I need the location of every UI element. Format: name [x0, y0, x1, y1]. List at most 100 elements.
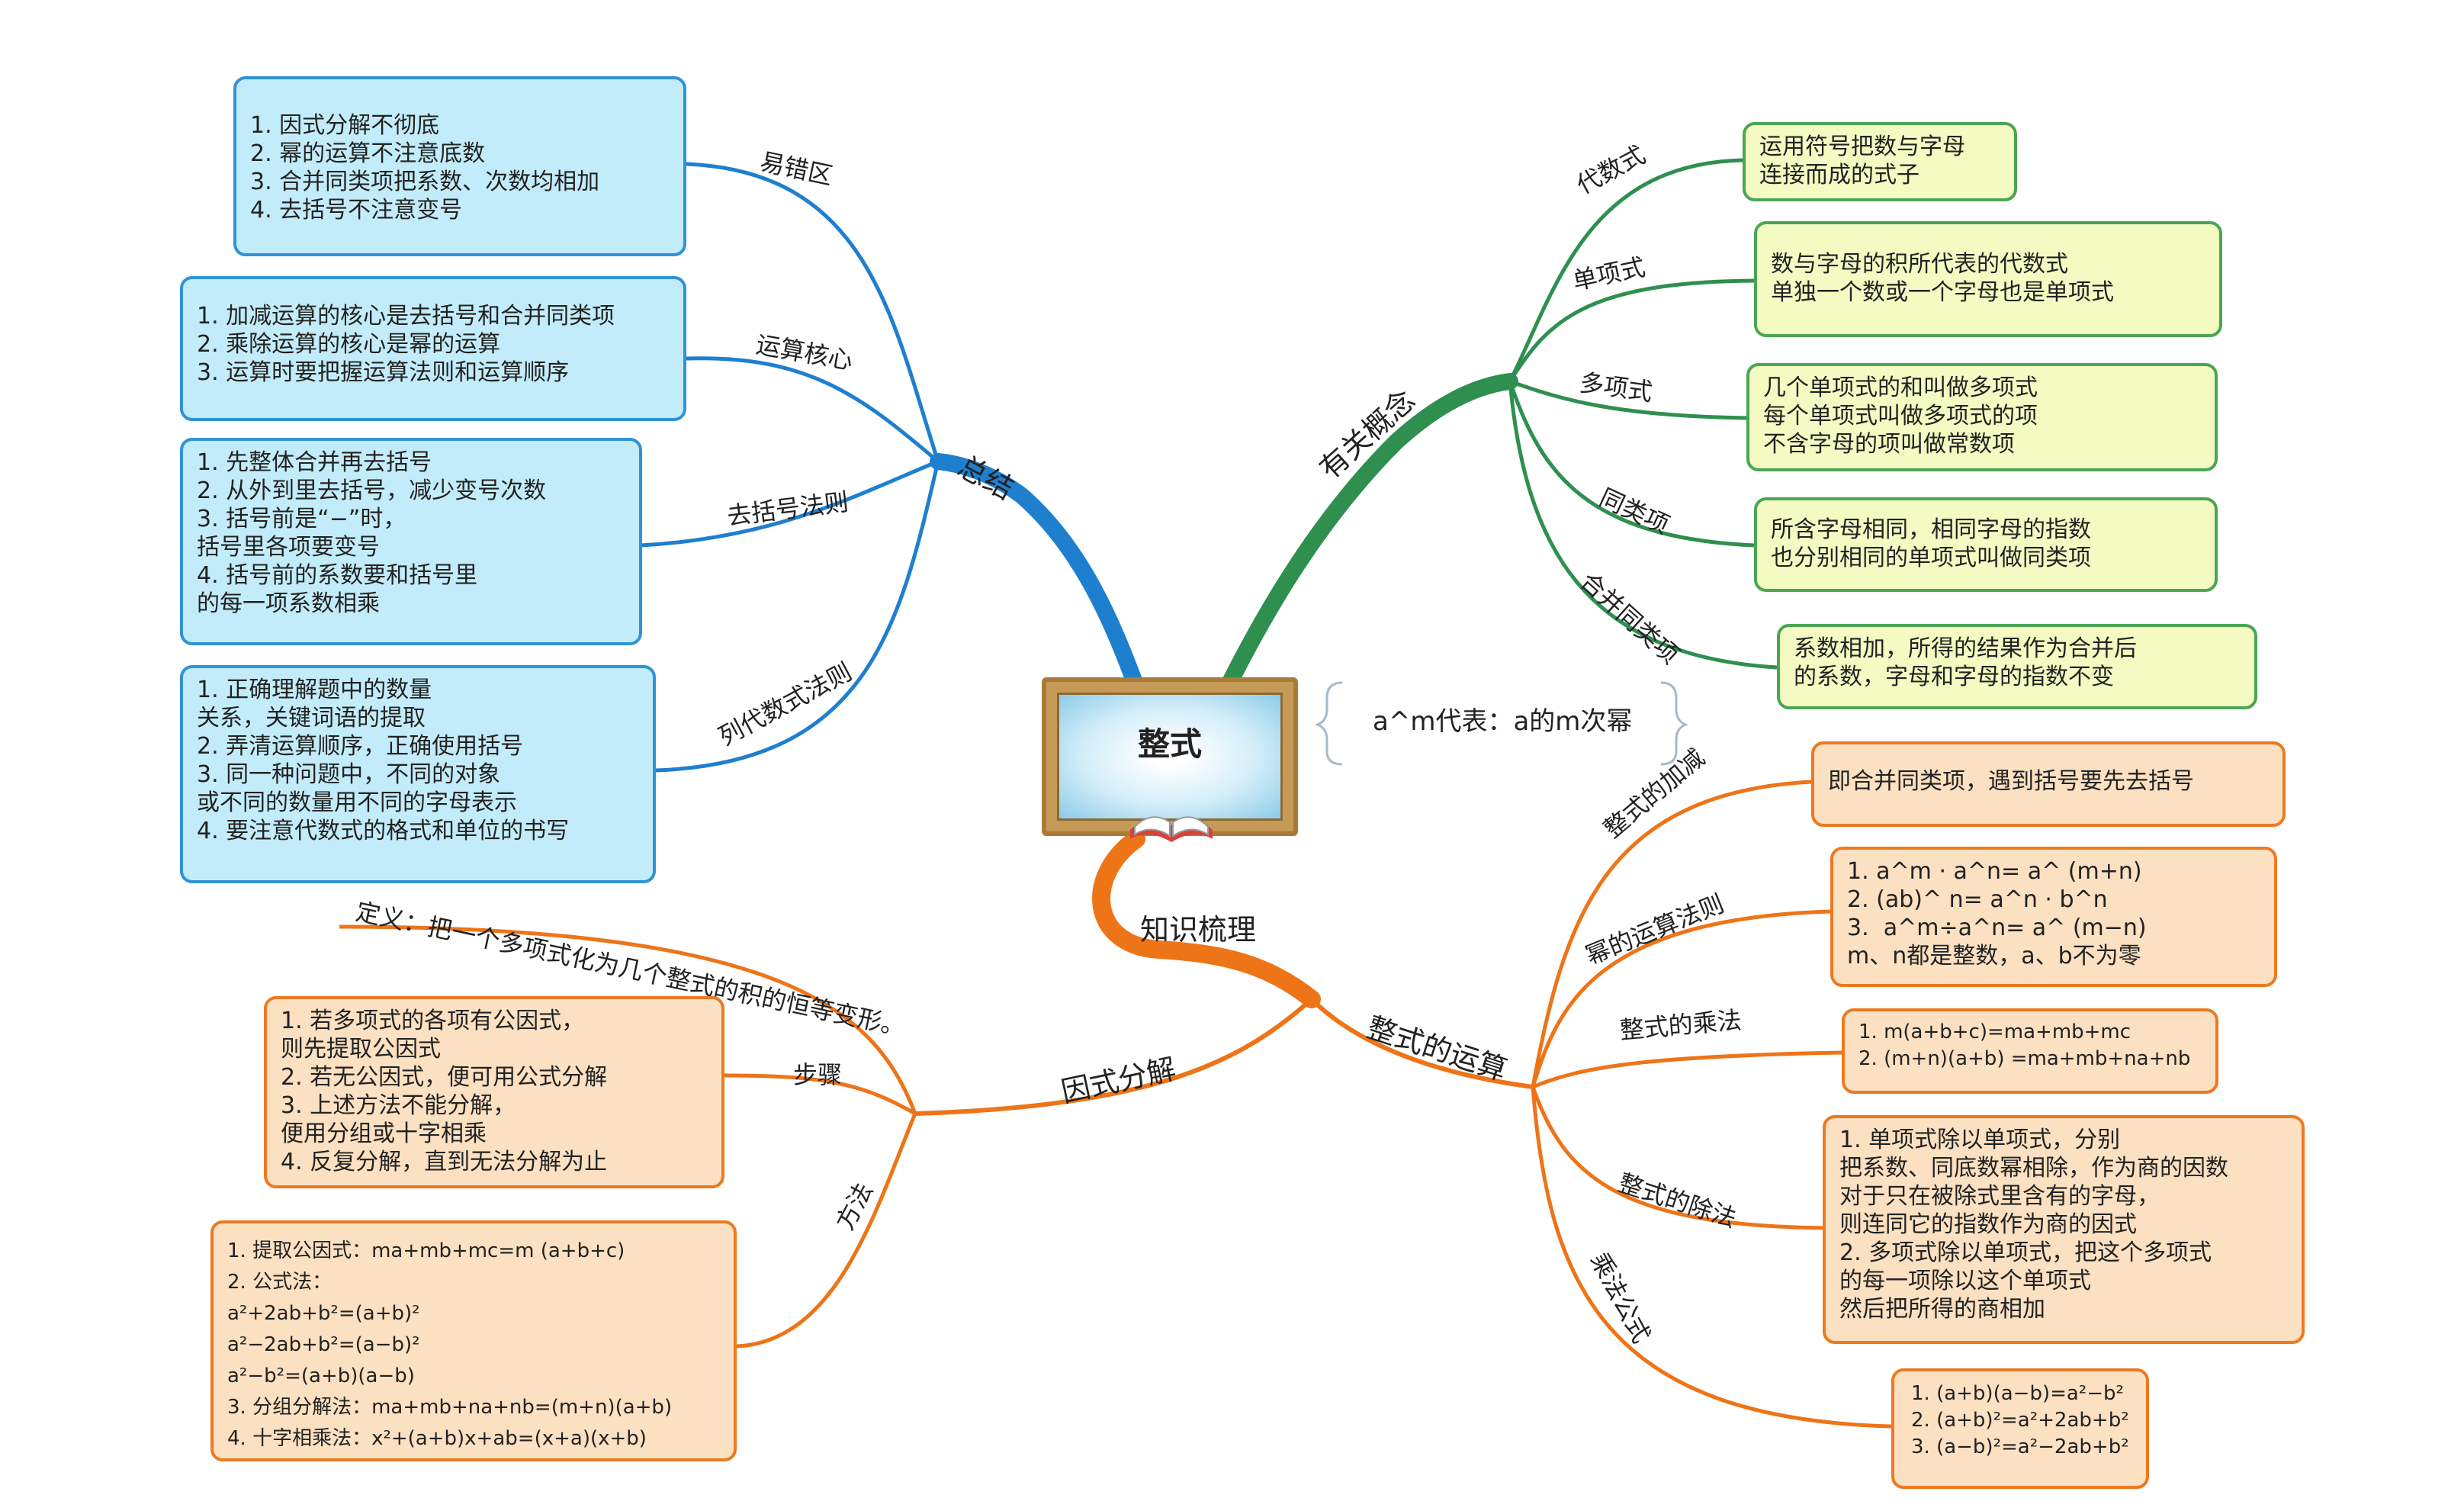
summary-branch-label: 去括号法则: [725, 487, 850, 531]
box-line: 即合并同类项，遇到括号要先去括号: [1828, 768, 2194, 795]
factoring-label: 因式分解: [1059, 1052, 1179, 1109]
box-line: 把系数、同底数幂相除，作为商的因数: [1839, 1155, 2228, 1181]
operation-box-formulas[interactable]: 1. (a+b)(a−b)=a²−b² 2. (a+b)²=a²+2ab+b² …: [1891, 1368, 2149, 1489]
operations-branch-connector: [1532, 1050, 1842, 1089]
box-line: a²+2ab+b²=(a+b)²: [227, 1302, 420, 1325]
operations-branch-connector: [1531, 780, 1812, 1088]
central-topic-board[interactable]: 整式: [1042, 677, 1298, 836]
concept-box-polynomial[interactable]: 几个单项式的和叫做多项式 每个单项式叫做多项式的项 不含字母的项叫做常数项: [1746, 363, 2218, 471]
box-line: 3. 分组分解法：ma+mb+na+nb=(m+n)(a+b): [227, 1396, 673, 1419]
box-line: 几个单项式的和叫做多项式: [1763, 375, 2038, 401]
box-line: 1. (a+b)(a−b)=a²−b²: [1911, 1382, 2124, 1405]
box-line: 4. 要注意代数式的格式和单位的书写: [197, 818, 570, 844]
summary-branch-connector: [640, 459, 939, 548]
operation-box-divide[interactable]: 1. 单项式除以单项式，分别 把系数、同底数幂相除，作为商的因数 对于只在被除式…: [1823, 1115, 2305, 1344]
box-line: 1. 正确理解题中的数量: [197, 677, 432, 703]
central-topic-title: 整式: [1137, 725, 1202, 763]
box-line: 不含字母的项叫做常数项: [1763, 431, 2015, 458]
summary-box-brackets[interactable]: 1. 先整体合并再去括号 2. 从外到里去括号，减少变号次数 3. 括号前是“−…: [180, 438, 642, 645]
factoring-branch-connector: [735, 1113, 917, 1349]
box-line: 所含字母相同，相同字母的指数: [1771, 516, 2091, 543]
summary-box-mistakes[interactable]: 1. 因式分解不彻底 2. 幂的运算不注意底数 3. 合并同类项把系数、次数均相…: [233, 76, 686, 256]
box-line: 2. (m+n)(a+b) =ma+mb+na+nb: [1858, 1047, 2191, 1070]
summary-branch-connector: [686, 162, 940, 462]
board-screen: [1057, 693, 1283, 821]
concept-box-algebraic[interactable]: 运用符号把数与字母 连接而成的式子: [1743, 122, 2017, 201]
operations-branch-label: 整式的乘法: [1618, 1005, 1743, 1045]
summary-box-core[interactable]: 1. 加减运算的核心是去括号和合并同类项 2. 乘除运算的核心是幂的运算 3. …: [180, 276, 686, 421]
summary-branch-label: 易错区: [757, 147, 835, 191]
box-line: m、n都是整数，a、b不为零: [1847, 943, 2141, 969]
concepts-branch-label: 同类项: [1595, 483, 1674, 540]
concepts-branch-label: 多项式: [1578, 368, 1654, 407]
box-line: 3. 同一种问题中，不同的对象: [197, 761, 501, 788]
box-line: 1. 先整体合并再去括号: [197, 449, 432, 476]
box-line: 2. 多项式除以单项式，把这个多项式: [1839, 1239, 2212, 1266]
concepts-main-branch: [1219, 373, 1518, 695]
box-line: 也分别相同的单项式叫做同类项: [1771, 545, 2091, 571]
box-line: 2. 乘除运算的核心是幂的运算: [197, 331, 501, 358]
factoring-branch-label: 方法: [830, 1178, 879, 1234]
note-bracket-left: [1315, 681, 1343, 766]
note-bracket-right: [1660, 681, 1688, 766]
box-line: 2. 公式法：: [227, 1271, 332, 1294]
summary-branch-label: 运算核心: [754, 330, 856, 375]
operation-box-multiply[interactable]: 1. m(a+b+c)=ma+mb+mc 2. (m+n)(a+b) =ma+m…: [1842, 1008, 2218, 1094]
box-line: 1. 提取公因式：ma+mb+mc=m (a+b+c): [227, 1239, 625, 1262]
concepts-branch-connector: [1508, 381, 1755, 548]
summary-main-branch: [930, 453, 1145, 695]
box-line: 2. (a+b)²=a²+2ab+b²: [1911, 1409, 2129, 1432]
factoring-box-methods[interactable]: 1. 提取公因式：ma+mb+mc=m (a+b+c) 2. 公式法： a²+2…: [210, 1220, 737, 1461]
box-line: 便用分组或十字相乘: [281, 1120, 487, 1147]
box-line: 的系数，字母和字母的指数不变: [1794, 664, 2114, 690]
box-line: 则连同它的指数作为商的因式: [1839, 1211, 2137, 1238]
concept-box-combine[interactable]: 系数相加，所得的结果作为合并后 的系数，字母和字母的指数不变: [1777, 624, 2257, 709]
concepts-branch-label: 合并同类项: [1575, 567, 1685, 670]
concept-box-monomial[interactable]: 数与字母的积所代表的代数式 单独一个数或一个字母也是单项式: [1754, 221, 2222, 337]
concepts-branch-connector: [1508, 278, 1755, 383]
box-line: 然后把所得的商相加: [1839, 1296, 2045, 1323]
box-line: 单独一个数或一个字母也是单项式: [1771, 279, 2114, 306]
factoring-definition-connector: [339, 924, 917, 1114]
operation-box-add-sub[interactable]: 即合并同类项，遇到括号要先去括号: [1811, 741, 2286, 827]
box-line: 每个单项式叫做多项式的项: [1763, 403, 2038, 429]
box-line: 系数相加，所得的结果作为合并后: [1794, 635, 2137, 662]
book-icon: [1130, 816, 1213, 842]
concepts-branch-label: 代数式: [1572, 140, 1650, 200]
operation-box-powers[interactable]: 1. a^m · a^n= a^ (m+n) 2. (ab)^ n= a^n ·…: [1830, 847, 2277, 987]
box-line: a²−2ab+b²=(a−b)²: [227, 1333, 420, 1356]
concepts-branch-connector: [1508, 158, 1743, 383]
box-line: 关系，关键词语的提取: [197, 705, 426, 731]
box-line: 1. 加减运算的核心是去括号和合并同类项: [197, 303, 615, 330]
box-line: 1. a^m · a^n= a^ (m+n): [1847, 858, 2142, 885]
box-line: 4. 十字相乘法：x²+(a+b)x+ab=(x+a)(x+b): [227, 1427, 647, 1450]
box-line: 1. 若多项式的各项有公因式，: [281, 1008, 585, 1034]
box-line: 1. 单项式除以单项式，分别: [1839, 1127, 2121, 1153]
box-line: 4. 括号前的系数要和括号里: [197, 562, 478, 589]
knowledge-main-branch: [1092, 830, 1321, 1008]
summary-box-expressions[interactable]: 1. 正确理解题中的数量 关系，关键词语的提取 2. 弄清运算顺序，正确使用括号…: [180, 665, 656, 883]
operations-branch-label: 乘法公式: [1585, 1248, 1656, 1348]
operations-branch-connector: [1531, 909, 1831, 1088]
factoring-box-steps[interactable]: 1. 若多项式的各项有公因式， 则先提取公因式 2. 若无公因式，便可用公式分解…: [264, 996, 724, 1188]
concepts-branch-connector: [1508, 381, 1778, 670]
concept-box-like-terms[interactable]: 所含字母相同，相同字母的指数 也分别相同的单项式叫做同类项: [1754, 497, 2218, 592]
box-line: 4. 反复分解，直到无法分解为止: [281, 1149, 608, 1175]
box-line: 1. 因式分解不彻底: [250, 112, 440, 139]
factoring-branch-connector: [724, 1073, 917, 1116]
box-line: 的每一项系数相乘: [197, 590, 380, 617]
box-line: 的每一项除以这个单项式: [1839, 1268, 2091, 1294]
box-line: 2. 弄清运算顺序，正确使用括号: [197, 733, 524, 760]
box-line: 3. 合并同类项把系数、次数均相加: [250, 169, 600, 195]
box-line: 数与字母的积所代表的代数式: [1771, 251, 2068, 278]
power-note-text: a^m代表：a的m次幂: [1373, 706, 1633, 737]
box-line: 3. (a−b)²=a²−2ab+b²: [1911, 1435, 2129, 1458]
operations-main-branch: [1309, 997, 1535, 1089]
box-line: 3. a^m÷a^n= a^ (m−n): [1847, 915, 2147, 941]
box-line: 2. (ab)^ n= a^n · b^n: [1847, 886, 2108, 913]
concepts-branch-label: 单项式: [1570, 252, 1648, 296]
knowledge-label: 知识梳理: [1140, 913, 1256, 947]
box-line: 3. 括号前是“−”时，: [197, 506, 406, 532]
box-line: 4. 去括号不注意变号: [250, 197, 463, 223]
